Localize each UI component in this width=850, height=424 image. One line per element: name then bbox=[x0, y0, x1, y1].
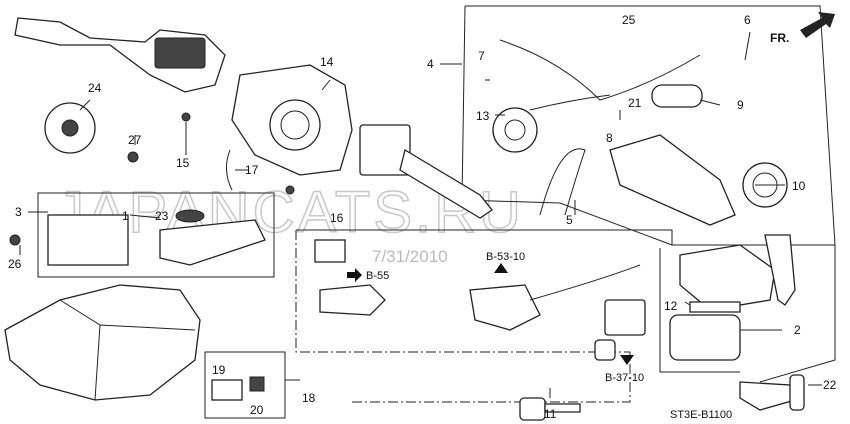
part-11-key-blade bbox=[544, 403, 581, 413]
part-16-screw bbox=[285, 185, 295, 195]
part-11-key-head bbox=[519, 397, 546, 421]
part-5-lock-cylinder bbox=[609, 134, 736, 226]
callout-1: 1 bbox=[122, 209, 129, 223]
callout-8: 8 bbox=[606, 131, 613, 145]
combination-switch bbox=[14, 17, 226, 93]
callout-22: 22 bbox=[823, 378, 837, 392]
callout-19: 19 bbox=[212, 363, 226, 377]
callout-25: 25 bbox=[622, 13, 636, 27]
part-14-column-cover bbox=[231, 64, 353, 176]
diagram-code: ST3E-B1100 bbox=[670, 409, 732, 421]
ref-b-37-10: B-37-10 bbox=[605, 372, 644, 384]
part-9-bracket bbox=[651, 84, 703, 108]
front-arrow-icon bbox=[800, 12, 835, 38]
callout-7: 7 bbox=[478, 49, 485, 63]
group-outline-top bbox=[296, 229, 835, 246]
part-pad bbox=[604, 299, 646, 336]
ref-b-53-10: B-53-10 bbox=[486, 251, 525, 263]
callout-6: 6 bbox=[744, 13, 751, 27]
group-box-3 bbox=[37, 192, 275, 278]
part-12-key bbox=[689, 301, 741, 313]
part-23-battery bbox=[175, 209, 205, 223]
right-arrow-icon bbox=[347, 268, 362, 282]
up-arrow-icon bbox=[494, 263, 508, 273]
part-24-cancel-sleeve bbox=[44, 102, 96, 154]
callout-20: 20 bbox=[250, 403, 264, 417]
date-stamp: 7/31/2010 bbox=[372, 247, 448, 266]
part-13-switch bbox=[492, 107, 538, 153]
callout-21: 21 bbox=[628, 96, 642, 110]
vehicle-illustration bbox=[4, 284, 201, 401]
callout-13: 13 bbox=[476, 109, 490, 123]
callout-15: 15 bbox=[176, 156, 190, 170]
callout-4: 4 bbox=[427, 57, 434, 71]
key-cylinder bbox=[469, 284, 541, 331]
callout-3: 3 bbox=[15, 205, 22, 219]
callout-16: 16 bbox=[330, 211, 344, 225]
part-2-key-holder bbox=[669, 314, 741, 361]
part-22-bracket bbox=[739, 381, 796, 411]
front-direction-label: FR. bbox=[770, 31, 789, 45]
part-3-unit bbox=[47, 214, 129, 266]
callout-14: 14 bbox=[320, 55, 334, 69]
part-5-band bbox=[539, 148, 586, 216]
part-20-holder bbox=[211, 379, 243, 401]
group-outline-main bbox=[295, 230, 631, 403]
callout-24: 24 bbox=[88, 81, 102, 95]
part-cap bbox=[594, 339, 616, 361]
callout-11: 11 bbox=[544, 407, 557, 421]
part-1-transmitter bbox=[159, 219, 266, 266]
key-right bbox=[764, 234, 796, 306]
part-26-bolt bbox=[9, 234, 21, 246]
part-2-unit bbox=[679, 244, 776, 311]
callout-2: 2 bbox=[794, 323, 801, 337]
part-16-wiper-switch bbox=[359, 124, 493, 219]
callout-17: 17 bbox=[245, 163, 259, 177]
b55-connector bbox=[314, 239, 346, 263]
wire-harness bbox=[499, 39, 701, 111]
callout-27: 27 bbox=[128, 133, 142, 147]
down-arrow-icon bbox=[620, 355, 634, 365]
group-outline-4b bbox=[461, 5, 673, 246]
part-15-screw bbox=[181, 112, 191, 122]
callout-12: 12 bbox=[664, 299, 678, 313]
part-17-clip bbox=[226, 149, 233, 191]
group-box-18 bbox=[204, 351, 286, 419]
ignition-switch bbox=[319, 284, 386, 316]
group-outline-2 bbox=[659, 248, 740, 373]
ref-b-55: B-55 bbox=[366, 270, 389, 282]
part-20-switch bbox=[249, 376, 265, 392]
callout-26: 26 bbox=[8, 257, 22, 271]
callout-23: 23 bbox=[155, 209, 169, 223]
callout-18: 18 bbox=[302, 391, 316, 405]
callout-9: 9 bbox=[737, 98, 744, 112]
callout-10: 10 bbox=[792, 179, 806, 193]
part-27-screw bbox=[127, 151, 139, 163]
callout-5: 5 bbox=[566, 213, 573, 227]
